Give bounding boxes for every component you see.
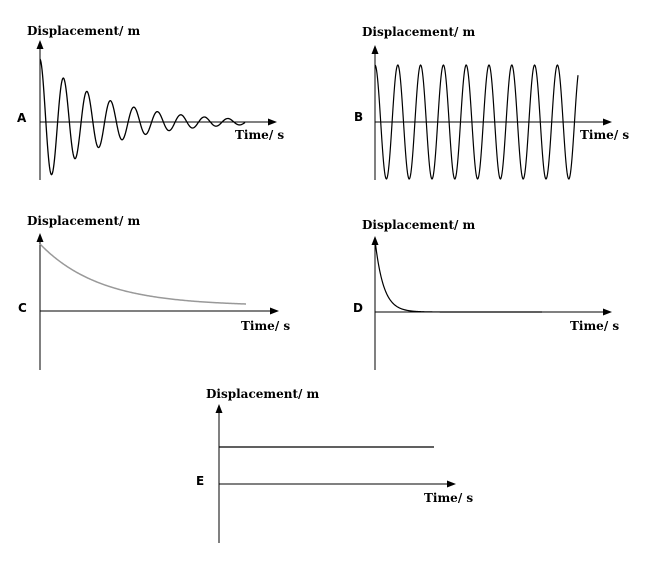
graph-e-y-axis-label: Displacement/ m — [206, 387, 320, 401]
graph-c-y-axis-label: Displacement/ m — [27, 214, 141, 228]
graph-e: Displacement/ m E Time/ s — [196, 387, 473, 543]
graph-e-label: E — [196, 474, 204, 488]
graph-c-y-axis-arrow — [36, 233, 44, 242]
graph-c-curve — [39, 243, 247, 305]
graph-d: Displacement/ m D Time/ s — [353, 218, 619, 370]
graph-c: Displacement/ m C Time/ s — [18, 214, 290, 370]
graph-a-curve — [39, 58, 246, 176]
graph-a-x-axis-label: Time/ s — [235, 128, 284, 142]
graph-c-label: C — [18, 301, 27, 315]
graph-b-y-axis-label: Displacement/ m — [362, 25, 476, 39]
graph-a-y-axis-arrow — [36, 40, 44, 49]
graph-b: Displacement/ m B Time/ s — [354, 25, 629, 180]
graph-c-x-axis-label: Time/ s — [241, 319, 290, 333]
graph-b-curve — [374, 64, 579, 180]
graph-d-y-axis-label: Displacement/ m — [362, 218, 476, 232]
graph-a-label: A — [17, 111, 27, 125]
graph-d-label: D — [353, 301, 363, 315]
graph-d-curve — [374, 239, 542, 313]
graph-b-x-axis-label: Time/ s — [580, 128, 629, 142]
graph-d-x-axis-arrow — [603, 308, 612, 316]
graph-b-y-axis-arrow — [371, 45, 379, 54]
graph-a-x-axis-arrow — [268, 118, 277, 126]
graph-a: Displacement/ m A Time/ s — [17, 24, 284, 180]
graph-c-x-axis-arrow — [270, 307, 279, 315]
graph-a-y-axis-label: Displacement/ m — [27, 24, 141, 38]
graph-e-x-axis-arrow — [447, 480, 456, 488]
graph-d-x-axis-label: Time/ s — [570, 319, 619, 333]
graph-b-x-axis-arrow — [603, 118, 612, 126]
graph-b-label: B — [354, 110, 363, 124]
graph-e-y-axis-arrow — [215, 404, 223, 413]
graph-e-x-axis-label: Time/ s — [424, 491, 473, 505]
